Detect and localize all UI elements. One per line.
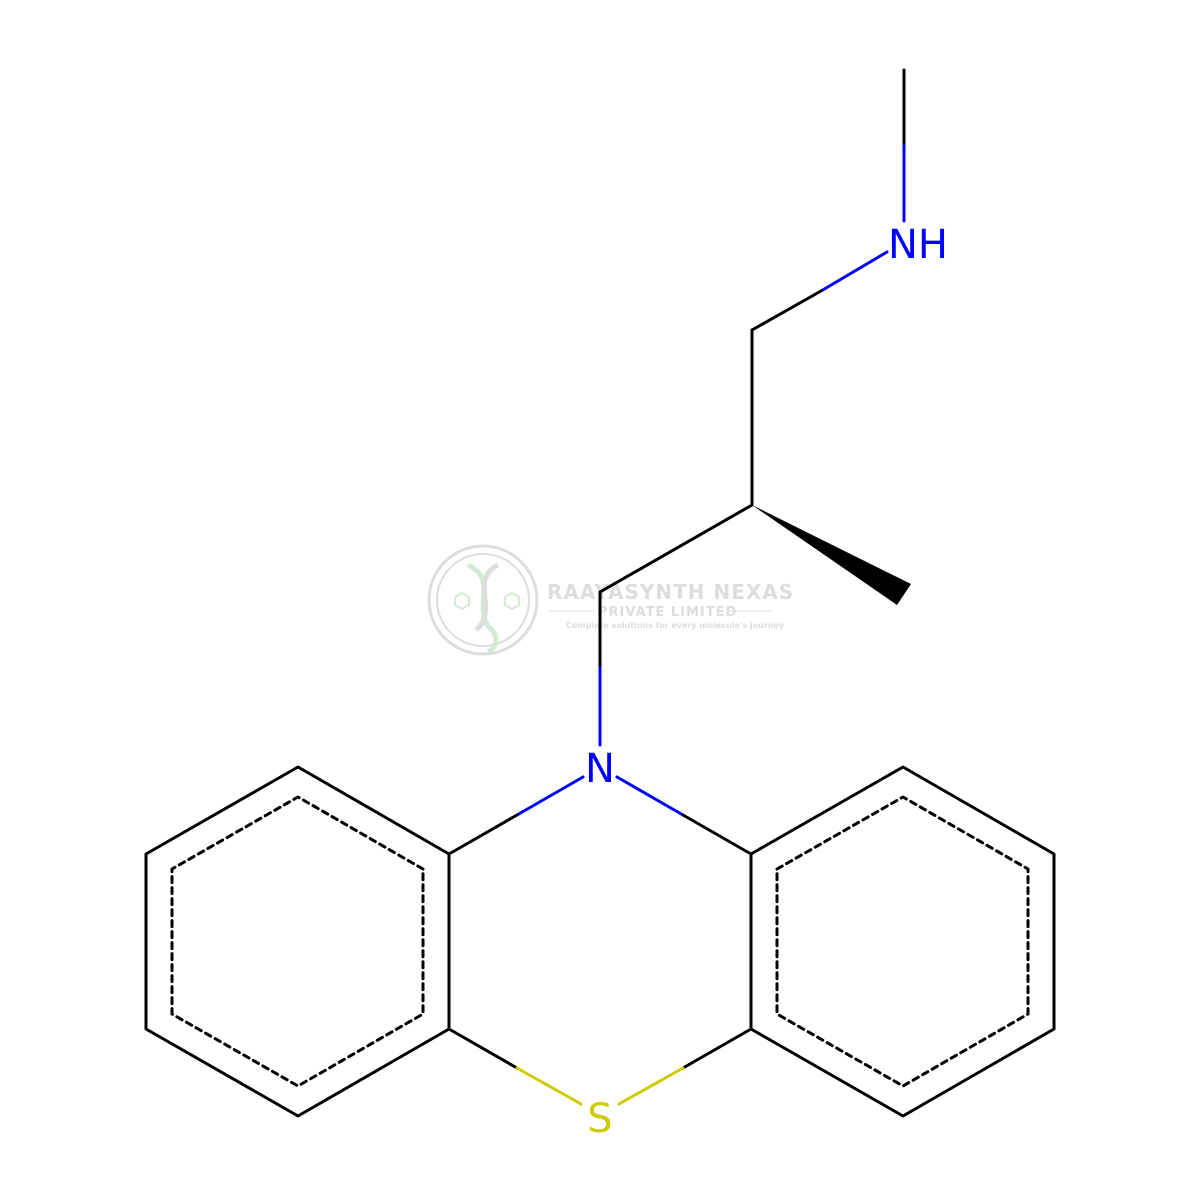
bond-n-ch2 [750,289,823,332]
right-aromatic-ring [775,795,1030,1088]
bond-n-c-left [447,813,519,856]
atom-label-s: S [587,1096,612,1142]
left-benzene-ring [144,765,451,1118]
bond-s-c-left-hetero [515,1066,583,1106]
wedge-bond-methyl [752,505,911,605]
atom-label-nh: NH [888,222,948,268]
watermark-tagline: Complete solutions for every molecule's … [566,621,785,630]
watermark-title: RAAYASYNTH NEXAS [547,580,794,604]
bond-ch-ch2b [598,503,754,594]
bond-s-c-right-hetero [617,1066,685,1106]
bond-n-ch2-hetero [819,250,889,293]
watermark-subtitle: PRIVATE LIMITED [598,605,737,620]
bond-s-c-left [447,1027,519,1070]
right-benzene-ring [749,765,1056,1118]
bonds [144,68,1056,1118]
watermark-logo-icon [427,544,539,656]
left-aromatic-ring [170,795,425,1088]
bond-n-c-right [681,813,753,856]
bond-s-c-right [681,1027,753,1070]
bond-n-c-left-hetero [515,775,585,817]
atom-label-n-ring: N [585,746,615,792]
bond-n-c-right-hetero [615,775,685,817]
watermark: RAAYASYNTH NEXAS PRIVATE LIMITED Complet… [427,544,794,656]
